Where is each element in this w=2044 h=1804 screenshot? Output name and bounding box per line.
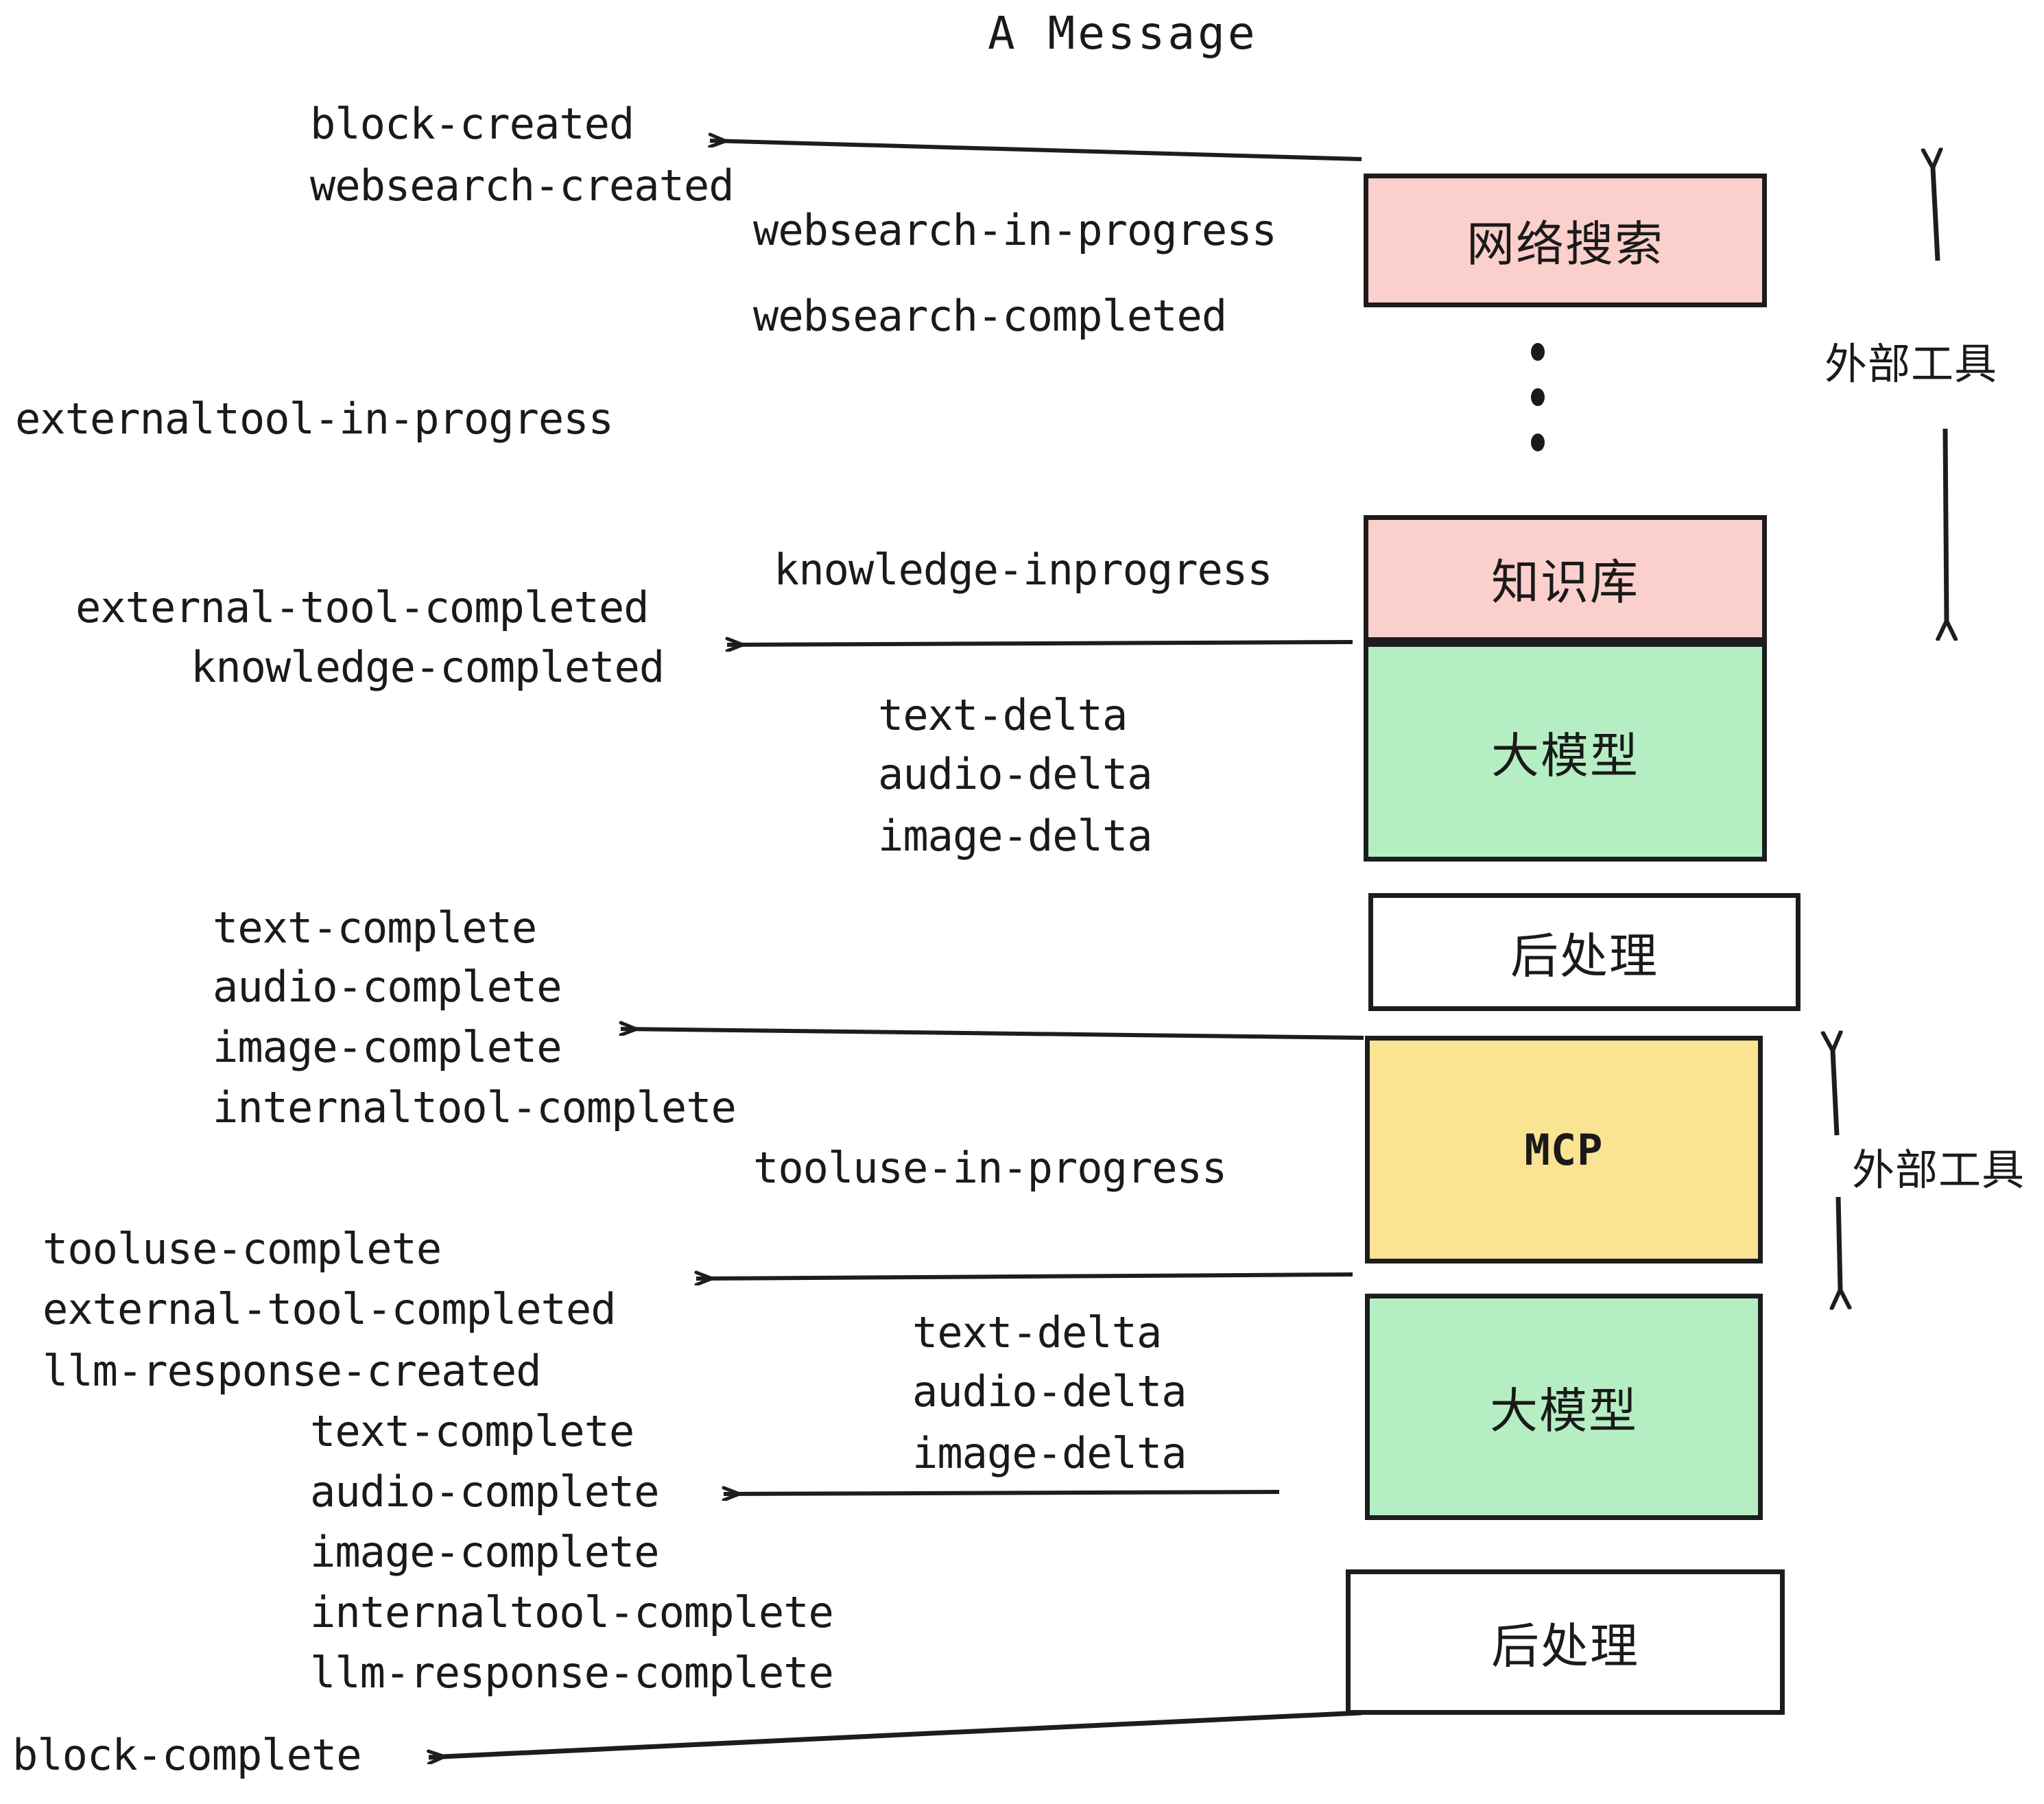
arrow-external-tool-up-2 [1833, 1051, 1837, 1136]
event-audio-complete-1: audio-complete [213, 962, 562, 1012]
box-postprocess-lower-label: 后处理 [1491, 1617, 1639, 1674]
event-image-delta-1: image-delta [878, 811, 1153, 861]
event-externaltool-in-progress: externaltool-in-progress [15, 394, 614, 444]
box-llm-upper-label: 大模型 [1491, 727, 1639, 784]
box-llm-lower-label: 大模型 [1490, 1382, 1638, 1439]
vertical-ellipsis [1531, 343, 1552, 453]
box-llm-upper[interactable]: 大模型 [1364, 642, 1767, 862]
event-internaltool-complete-2: internaltool-complete [310, 1587, 834, 1637]
event-audio-delta-1: audio-delta [878, 749, 1153, 799]
label-external-tool-upper: 外部工具 [1825, 339, 1998, 389]
event-knowledge-inprogress: knowledge-inprogress [774, 545, 1273, 595]
event-websearch-created: websearch-created [310, 161, 735, 211]
box-postprocess-lower[interactable]: 后处理 [1346, 1569, 1785, 1715]
event-text-complete-1: text-complete [213, 903, 537, 953]
event-websearch-in-progress: websearch-in-progress [753, 205, 1277, 255]
label-external-tool-lower: 外部工具 [1852, 1145, 2025, 1195]
event-knowledge-completed: knowledge-completed [191, 642, 665, 692]
box-knowledge-base[interactable]: 知识库 [1364, 515, 1767, 642]
box-mcp-label: MCP [1524, 1124, 1604, 1175]
event-tooluse-complete: tooluse-complete [43, 1224, 442, 1274]
event-websearch-completed: websearch-completed [753, 291, 1227, 341]
box-llm-lower[interactable]: 大模型 [1365, 1294, 1763, 1520]
event-llm-response-created: llm-response-created [43, 1346, 542, 1396]
event-external-tool-completed-1: external-tool-completed [75, 582, 650, 632]
event-text-delta-1: text-delta [878, 690, 1128, 740]
arrow-external-tool-up-1 [1933, 168, 1938, 261]
event-block-created: block-created [310, 99, 634, 149]
arrow-tooluse-complete [696, 1274, 1353, 1279]
box-mcp[interactable]: MCP [1365, 1036, 1763, 1263]
event-image-complete-2: image-complete [310, 1527, 660, 1577]
box-postprocess-upper-label: 后处理 [1510, 927, 1659, 984]
arrow-external-tool-down-1 [1945, 428, 1947, 621]
event-audio-delta-2: audio-delta [912, 1366, 1187, 1416]
box-knowledge-base-label: 知识库 [1491, 554, 1639, 610]
page-title: A Message [988, 7, 1258, 60]
arrow-image-complete [621, 1029, 1364, 1040]
event-image-complete-1: image-complete [213, 1022, 562, 1072]
event-internaltool-complete-1: internaltool-complete [213, 1082, 737, 1132]
box-postprocess-upper[interactable]: 后处理 [1368, 893, 1801, 1011]
box-web-search[interactable]: 网络搜索 [1364, 174, 1767, 307]
event-audio-complete-2: audio-complete [310, 1467, 660, 1517]
event-external-tool-completed-2: external-tool-completed [43, 1284, 617, 1334]
event-text-delta-2: text-delta [912, 1307, 1162, 1357]
event-llm-response-complete: llm-response-complete [310, 1648, 834, 1698]
arrow-block-created [710, 141, 1362, 161]
arrow-audio-complete [724, 1492, 1280, 1494]
event-text-complete-2: text-complete [310, 1406, 634, 1456]
arrow-external-tool-down-2 [1838, 1196, 1840, 1290]
event-block-complete: block-complete [12, 1730, 362, 1780]
event-image-delta-2: image-delta [912, 1428, 1187, 1478]
ellipsis-dot [1531, 388, 1545, 406]
arrow-block-complete [429, 1710, 1362, 1757]
ellipsis-dot [1531, 343, 1545, 361]
ellipsis-dot [1531, 434, 1545, 451]
box-web-search-label: 网络搜索 [1466, 216, 1664, 272]
arrow-knowledge-completed [727, 642, 1353, 645]
event-tooluse-in-progress: tooluse-in-progress [753, 1143, 1227, 1193]
